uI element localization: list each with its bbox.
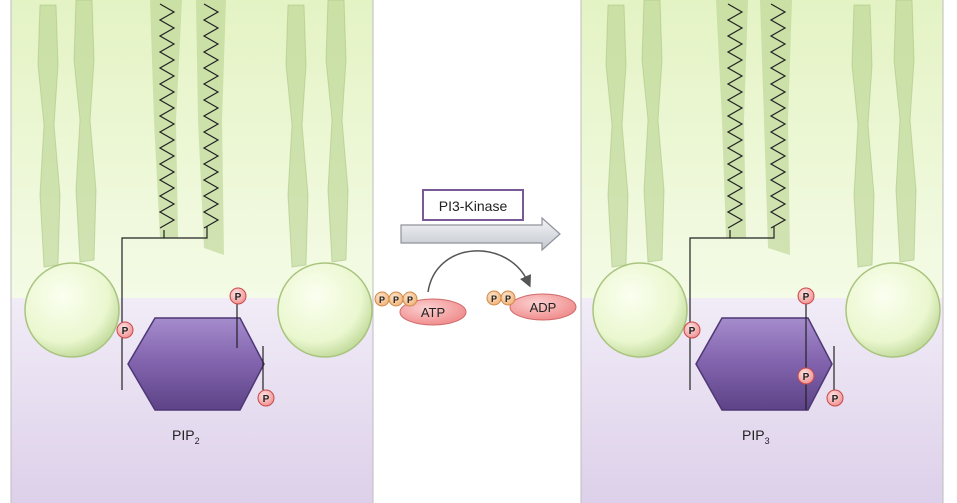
fatty-acid-chain — [158, 3, 176, 229]
head-group-ball — [277, 262, 373, 358]
left-pip2-molecule: P P P PIP2 — [116, 3, 275, 446]
phosphate-icon: P — [500, 290, 516, 306]
adp-molecule: ADP P P — [486, 290, 577, 321]
head-group-ball — [845, 262, 941, 358]
enzyme-label: PI3-Kinase — [439, 198, 508, 214]
head-group-ball — [592, 262, 688, 358]
phosphate-transfer-arc — [427, 250, 531, 293]
phosphate-icon: P — [486, 290, 502, 306]
fatty-acid-chain — [726, 3, 744, 229]
pip2-label: PIP2 — [172, 427, 200, 446]
svg-text:P: P — [263, 394, 270, 405]
svg-text:P: P — [393, 295, 399, 305]
right-head-groups — [592, 262, 941, 358]
glycerol-linker — [121, 230, 165, 390]
svg-text:P: P — [379, 295, 385, 305]
svg-text:P: P — [491, 294, 497, 304]
pip3-label: PIP3 — [742, 427, 770, 446]
phosphate-icon: P — [797, 367, 815, 385]
phosphate-icon: P — [797, 287, 815, 305]
inositol-ring — [695, 317, 833, 411]
enzyme-box: PI3-Kinase — [422, 189, 524, 221]
atp-molecule: ATP P P P — [374, 291, 467, 326]
svg-text:P: P — [689, 326, 696, 337]
adp-label: ADP — [530, 300, 557, 315]
head-group-ball — [24, 262, 120, 358]
phosphate-icon: P — [257, 389, 275, 407]
inositol-ring — [127, 317, 265, 411]
left-head-groups — [24, 262, 373, 358]
svg-text:P: P — [122, 326, 129, 337]
phosphate-icon: P — [116, 321, 134, 339]
svg-text:P: P — [803, 292, 810, 303]
svg-text:P: P — [832, 394, 839, 405]
phosphate-icon: P — [826, 389, 844, 407]
atp-label: ATP — [421, 305, 445, 320]
fatty-acid-chain — [769, 3, 787, 229]
phosphate-icon: P — [374, 291, 390, 307]
svg-text:P: P — [803, 372, 810, 383]
svg-text:P: P — [235, 292, 242, 303]
svg-text:P: P — [407, 295, 413, 305]
fatty-acid-chain — [202, 3, 220, 229]
right-pip3-molecule: P P P P PIP3 — [683, 3, 844, 446]
phosphate-icon: P — [229, 287, 247, 305]
glycerol-linker — [164, 226, 208, 239]
phosphate-icon: P — [683, 321, 701, 339]
glycerol-linker — [689, 230, 731, 390]
glycerol-linker — [730, 226, 775, 239]
svg-text:P: P — [505, 294, 511, 304]
phosphate-icon: P — [402, 291, 418, 307]
phosphate-icon: P — [388, 291, 404, 307]
reaction-arrow — [400, 216, 561, 252]
